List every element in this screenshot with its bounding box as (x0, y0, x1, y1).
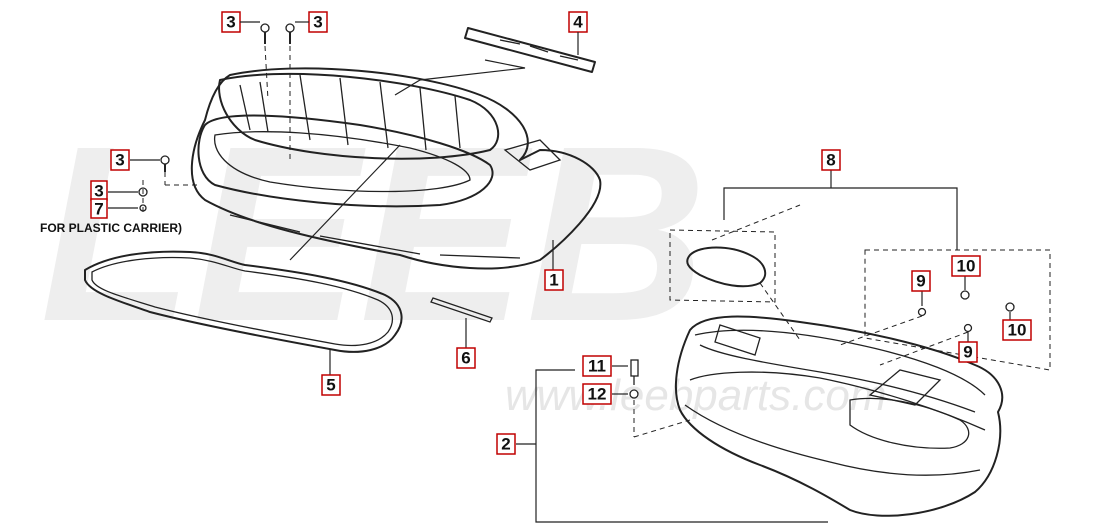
callout-4: 4 (568, 11, 588, 33)
svg-text:5: 5 (326, 376, 335, 395)
svg-text:10: 10 (1008, 321, 1027, 340)
svg-text:3: 3 (115, 151, 124, 170)
callout-3-left-lower: 3 (90, 180, 108, 201)
callout-1: 1 (544, 269, 564, 291)
callout-10-upper: 10 (951, 255, 981, 277)
svg-text:2: 2 (501, 435, 510, 454)
svg-text:6: 6 (461, 349, 470, 368)
callout-9-lower: 9 (958, 341, 978, 363)
callout-3-top-left: 3 (221, 11, 241, 33)
callout-3-left-upper: 3 (110, 149, 130, 171)
svg-text:12: 12 (588, 385, 607, 404)
top-case-base (674, 315, 1004, 517)
callout-3-top-right: 3 (308, 11, 328, 33)
callout-6: 6 (456, 347, 476, 369)
callout-12: 12 (582, 383, 612, 405)
svg-text:10: 10 (957, 257, 976, 276)
svg-text:3: 3 (226, 13, 235, 32)
trim-strip (430, 297, 493, 348)
top-screws (260, 23, 295, 160)
callout-11: 11 (582, 355, 612, 377)
svg-text:9: 9 (963, 343, 972, 362)
svg-text:1: 1 (549, 271, 558, 290)
callout-8: 8 (821, 149, 841, 171)
pad-bolts (839, 276, 1015, 366)
hinge-trim (394, 27, 596, 96)
callout-5: 5 (321, 374, 341, 396)
watermark-brand: LEEB (40, 94, 707, 373)
backrest-group (669, 170, 1051, 371)
lead-line-2 (535, 369, 828, 523)
callout-2: 2 (496, 433, 516, 455)
top-case-shell (190, 67, 602, 270)
svg-text:11: 11 (588, 357, 606, 376)
callout-7: 7 (90, 198, 108, 219)
svg-text:7: 7 (94, 200, 103, 219)
base-fasteners (612, 359, 691, 438)
seal-gasket (84, 250, 403, 375)
svg-text:3: 3 (313, 13, 322, 32)
svg-text:3: 3 (94, 182, 103, 201)
callout-10-lower: 10 (1002, 319, 1032, 341)
svg-text:8: 8 (826, 151, 835, 170)
plastic-carrier-note: FOR PLASTIC CARRIER) (40, 221, 182, 235)
callout-9-upper: 9 (911, 270, 931, 292)
svg-text:4: 4 (573, 13, 583, 32)
left-fasteners (108, 155, 200, 215)
svg-text:9: 9 (916, 272, 925, 291)
